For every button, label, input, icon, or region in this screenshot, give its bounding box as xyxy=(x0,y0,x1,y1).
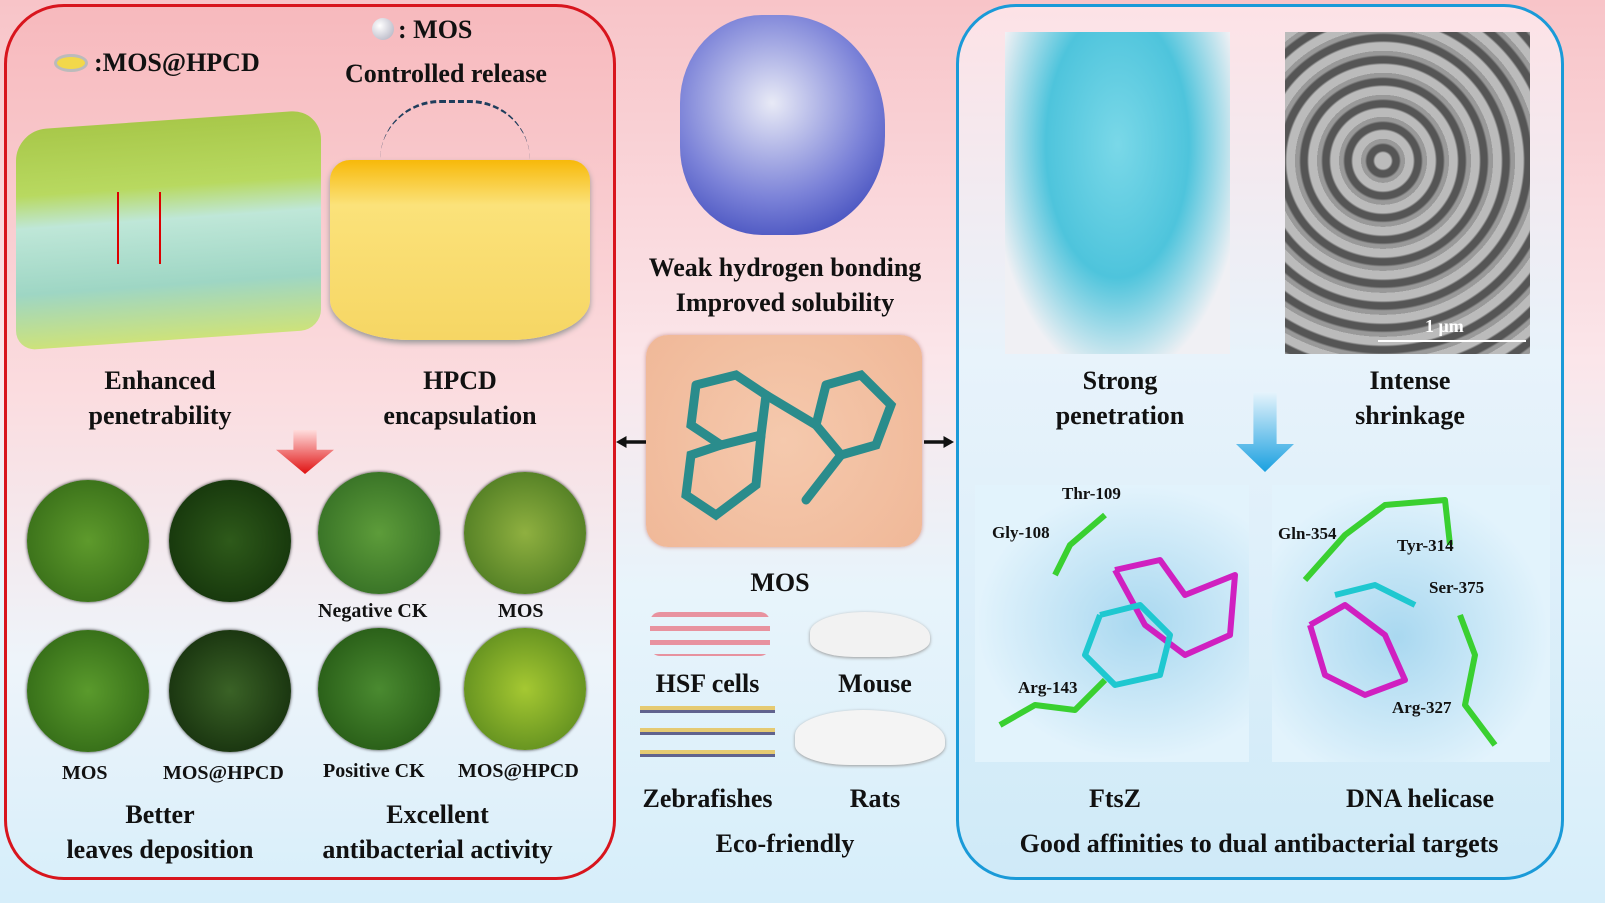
leaf-image-mos-treatment xyxy=(464,472,586,594)
intense-shrinkage-label: Intense shrinkage xyxy=(1310,363,1510,433)
label-line: penetrability xyxy=(88,401,232,430)
rat-icon xyxy=(795,710,945,765)
leaf-image-mos-deposition xyxy=(27,480,149,602)
docking-ligand-sketch xyxy=(998,497,1498,747)
sem-image xyxy=(1285,32,1530,354)
residue-thr-109: Thr-109 xyxy=(1062,484,1121,503)
improved-solubility-label: Improved solubility xyxy=(675,288,895,317)
hpcd-encapsulation-label: HPCD encapsulation xyxy=(360,363,560,433)
zebrafish-icon xyxy=(640,706,775,768)
hydrogen-bonding-label: Weak hydrogen bonding xyxy=(648,253,922,282)
leaf-label-complex-2: MOS@HPCD xyxy=(458,760,579,782)
leaf-image-complex-deposition xyxy=(169,480,291,602)
residue-ser-375: Ser-375 xyxy=(1429,578,1485,597)
label-line: Intense xyxy=(1369,366,1451,395)
label-line: antibacterial activity xyxy=(322,835,553,864)
leaf-label-mos: MOS xyxy=(498,600,544,622)
leaf-image-complex-treatment xyxy=(464,628,586,750)
hirshfeld-surface-image xyxy=(680,15,885,235)
strong-penetration-label: Strong penetration xyxy=(1020,363,1220,433)
label-line: Excellent xyxy=(386,800,489,829)
residue-arg-327: Arg-327 xyxy=(1392,698,1452,717)
legend-complex: :MOS@HPCD xyxy=(94,48,260,77)
residue-tyr-314: Tyr-314 xyxy=(1397,536,1454,555)
ftsz-label: FtsZ xyxy=(1089,784,1141,813)
mouse-icon xyxy=(810,612,930,657)
leaf-label-positive-ck: Positive CK xyxy=(323,760,425,782)
organism-zebrafishes: Zebrafishes xyxy=(642,784,773,813)
penetration-arrows xyxy=(117,192,161,264)
dna-helicase-label: DNA helicase xyxy=(1345,784,1495,813)
mos-label: MOS xyxy=(750,568,810,597)
leaf-image-positive-ck xyxy=(318,628,440,750)
label-line: Better xyxy=(125,800,195,829)
better-deposition-label: Better leaves deposition xyxy=(40,797,280,867)
label-line: encapsulation xyxy=(383,401,537,430)
label-line: leaves deposition xyxy=(66,835,254,864)
controlled-release-label: Controlled release xyxy=(345,59,547,88)
eco-friendly-label: Eco-friendly xyxy=(715,829,855,858)
leaf-image-mos-deposition-2 xyxy=(27,630,149,752)
label-line: Enhanced xyxy=(104,366,216,395)
residue-gly-108: Gly-108 xyxy=(992,523,1050,542)
mos-legend-ball xyxy=(372,18,394,40)
leaf-image-negative-ck xyxy=(318,472,440,594)
leaf-label-mos-2: MOS xyxy=(62,762,108,784)
left-arrow-icon xyxy=(616,436,646,448)
leaf-label-complex: MOS@HPCD xyxy=(163,762,284,784)
hpcd-legend-icon xyxy=(54,54,88,72)
label-line: penetration xyxy=(1055,401,1185,430)
mos-release-arrows xyxy=(380,100,530,170)
membrane-penetration-simulation xyxy=(1005,32,1230,354)
hsf-cells-icon xyxy=(650,612,770,656)
scale-bar xyxy=(1378,340,1526,342)
residue-gln-354: Gln-354 xyxy=(1278,524,1337,543)
leaf-label-negative-ck: Negative CK xyxy=(318,600,428,622)
enhanced-penetrability-label: Enhanced penetrability xyxy=(60,363,260,433)
excellent-activity-label: Excellent antibacterial activity xyxy=(300,797,575,867)
right-arrow-icon xyxy=(924,436,954,448)
dual-target-conclusion: Good affinities to dual antibacterial ta… xyxy=(1019,829,1499,858)
label-line: HPCD xyxy=(423,366,497,395)
hpcd-cup-illustration xyxy=(330,160,590,340)
legend-mos: : MOS xyxy=(398,15,473,44)
label-line: Strong xyxy=(1082,366,1158,395)
scale-bar-label: 1 μm xyxy=(1425,316,1464,336)
organism-rats: Rats xyxy=(849,784,901,813)
molecule-structure-sketch xyxy=(681,369,897,521)
organism-mouse: Mouse xyxy=(838,669,912,698)
leaf-cross-section-illustration xyxy=(16,109,321,351)
leaf-image-complex-deposition-2 xyxy=(169,630,291,752)
residue-arg-143: Arg-143 xyxy=(1018,678,1078,697)
label-line: shrinkage xyxy=(1355,401,1465,430)
organism-hsf-cells: HSF cells xyxy=(655,669,760,698)
